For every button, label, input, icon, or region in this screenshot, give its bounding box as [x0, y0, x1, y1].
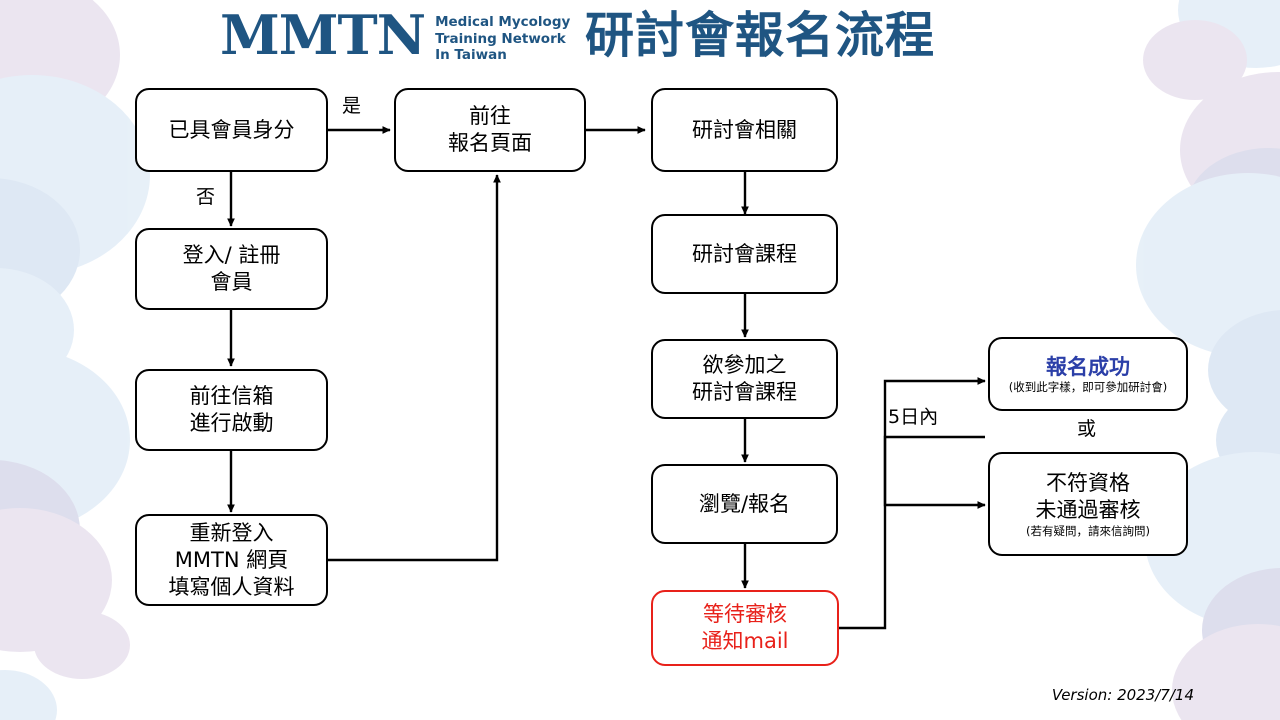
node-desired-course[interactable]: 欲參加之 研討會課程 — [651, 339, 838, 419]
mmtn-logo: MMTN Medical Mycology Training Network I… — [220, 6, 570, 64]
edge-relogin-to-signup — [328, 174, 501, 562]
node-member-status[interactable]: 已具會員身分 — [135, 88, 328, 172]
node-signup-reject[interactable]: 不符資格 未通過審核 (若有疑問，請來信詢問) — [988, 452, 1188, 556]
logo-tagline-line3: In Taiwan — [435, 47, 507, 63]
version-label: Version: 2023/7/14 — [1051, 686, 1194, 704]
node-member-status-line1: 已具會員身分 — [168, 117, 295, 142]
node-relogin-fill-line2: MMTN 網頁 — [174, 547, 289, 572]
edge-label-within-5-days: 5日內 — [888, 406, 939, 428]
logo-tagline: Medical Mycology Training Network In Tai… — [435, 14, 570, 64]
node-signup-reject-note: (若有疑問，請來信詢問) — [1026, 524, 1150, 538]
logo-tagline-line2: Training Network — [435, 30, 566, 47]
node-relogin-fill[interactable]: 重新登入 MMTN 網頁 填寫個人資料 — [135, 514, 328, 606]
edge-label-yes: 是 — [342, 95, 362, 117]
edge-await-to-split — [839, 435, 985, 630]
node-signup-success-note: (收到此字樣，即可參加研討會) — [1008, 379, 1168, 394]
node-goto-signup-line1: 前往 — [469, 104, 511, 128]
node-await-review[interactable]: 等待審核 通知mail — [651, 590, 839, 666]
node-relogin-fill-line1: 重新登入 — [189, 520, 274, 545]
node-signup-reject-line2: 未通過審核 — [1035, 498, 1141, 522]
edge-label-or: 或 — [1077, 418, 1097, 440]
edge-split-to-success — [883, 377, 986, 437]
node-activate-mail-line2: 進行啟動 — [189, 411, 274, 435]
node-signup-success-title: 報名成功 — [1046, 354, 1130, 379]
node-browse-signup-line1: 瀏覽/報名 — [698, 491, 791, 516]
node-seminar-course-line1: 研討會課程 — [692, 241, 797, 266]
node-desired-course-line2: 研討會課程 — [692, 380, 797, 404]
node-login-register[interactable]: 登入/ 註冊 會員 — [135, 228, 328, 310]
node-await-review-line2: 通知mail — [701, 629, 789, 653]
slide-header: MMTN Medical Mycology Training Network I… — [0, 0, 1280, 80]
logo-tagline-line1: Medical Mycology — [435, 14, 571, 30]
node-relogin-fill-line3: 填寫個人資料 — [168, 574, 295, 599]
node-goto-signup[interactable]: 前往 報名頁面 — [394, 88, 586, 172]
node-activate-mail[interactable]: 前往信箱 進行啟動 — [135, 369, 328, 451]
node-login-register-line2: 會員 — [210, 270, 253, 294]
node-seminar-info-line1: 研討會相關 — [692, 117, 797, 142]
node-activate-mail-line1: 前往信箱 — [189, 384, 274, 408]
node-seminar-course[interactable]: 研討會課程 — [651, 214, 838, 294]
logo-wordmark: MMTN — [220, 3, 426, 67]
node-signup-reject-line1: 不符資格 — [1046, 471, 1130, 495]
edge-label-no: 否 — [196, 186, 216, 208]
node-browse-signup[interactable]: 瀏覽/報名 — [651, 464, 838, 544]
node-seminar-info[interactable]: 研討會相關 — [651, 88, 838, 172]
node-goto-signup-line2: 報名頁面 — [448, 131, 532, 155]
edge-split-to-reject — [883, 437, 986, 509]
node-signup-success[interactable]: 報名成功 (收到此字樣，即可參加研討會) — [988, 337, 1188, 411]
page-title: 研討會報名流程 — [585, 7, 936, 64]
node-desired-course-line1: 欲參加之 — [702, 353, 787, 377]
node-await-review-line1: 等待審核 — [703, 602, 787, 626]
node-login-register-line1: 登入/ 註冊 — [182, 243, 281, 267]
